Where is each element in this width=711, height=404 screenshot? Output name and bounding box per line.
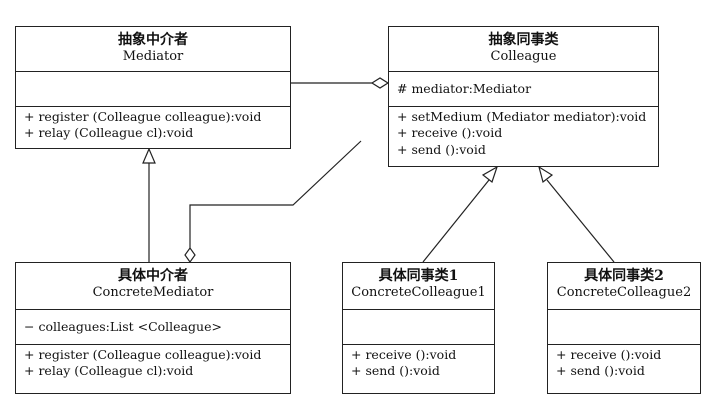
method-row: + register (Colleague colleague):void [24,347,262,362]
class-header: 具体中介者 ConcreteMediator [16,263,290,309]
class-header: 抽象中介者 Mediator [16,27,290,71]
generalization-arrowhead-mediator [142,147,156,164]
class-mediator: 抽象中介者 Mediator + register (Colleague col… [15,26,291,149]
class-title-cn: 具体中介者 [118,268,188,284]
class-title-en: ConcreteMediator [92,285,214,301]
methods-section: + register (Colleague colleague):void + … [16,106,290,148]
class-concrete-mediator: 具体中介者 ConcreteMediator − colleagues:List… [15,262,291,394]
class-title-cn: 抽象中介者 [118,32,188,48]
method-row: + relay (Colleague cl):void [24,125,194,141]
method-row: + relay (Colleague cl):void [24,363,194,379]
generalization-concrete-colleague2 [546,179,615,263]
generalization-concrete-colleague1 [422,179,490,263]
method-row: + setMedium (Mediator mediator):void [397,109,647,124]
attributes-section [16,71,290,106]
generalization-arrowhead-colleague-1 [481,165,499,183]
attributes-section [548,309,700,344]
attribute-row: − colleagues:List <Colleague> [24,318,222,334]
class-concrete-colleague1: 具体同事类1 ConcreteColleague1 + receive ():v… [342,262,495,394]
class-title-cn: 具体同事类1 [378,268,459,284]
class-colleague: 抽象同事类 Colleague # mediator:Mediator + se… [388,26,659,167]
aggregation-diamond-concretemediator [184,246,196,264]
method-row: + send ():void [397,141,486,157]
class-header: 具体同事类2 ConcreteColleague2 [548,263,700,309]
attributes-section [343,309,494,344]
methods-section: + receive ():void + send ():void [343,344,494,393]
class-title-en: Colleague [490,49,557,65]
method-row: + send ():void [351,363,440,379]
class-title-cn: 抽象同事类 [488,32,559,48]
method-row: + receive ():void [397,125,503,141]
methods-section: + setMedium (Mediator mediator):void + r… [389,106,658,166]
method-row: + receive ():void [556,347,662,362]
class-title-en: ConcreteColleague1 [351,285,486,301]
methods-section: + register (Colleague colleague):void + … [16,344,290,393]
methods-section: + receive ():void + send ():void [548,344,700,393]
method-row: + register (Colleague colleague):void [24,109,262,124]
aggregation-diamond-colleague [370,77,390,89]
method-row: + send ():void [556,363,645,379]
attributes-section: # mediator:Mediator [389,71,658,106]
class-header: 具体同事类1 ConcreteColleague1 [343,263,494,309]
class-title-en: Mediator [122,49,184,65]
aggregation-colleague-concretemediator [189,140,362,248]
class-concrete-colleague2: 具体同事类2 ConcreteColleague2 + receive ():v… [547,262,701,394]
class-header: 抽象同事类 Colleague [389,27,658,71]
method-row: + receive ():void [351,347,457,362]
generalization-arrowhead-colleague-2 [538,165,554,184]
attributes-section: − colleagues:List <Colleague> [16,309,290,344]
attribute-row: # mediator:Mediator [397,80,532,96]
class-title-cn: 具体同事类2 [584,268,664,284]
class-title-en: ConcreteColleague2 [556,285,692,301]
